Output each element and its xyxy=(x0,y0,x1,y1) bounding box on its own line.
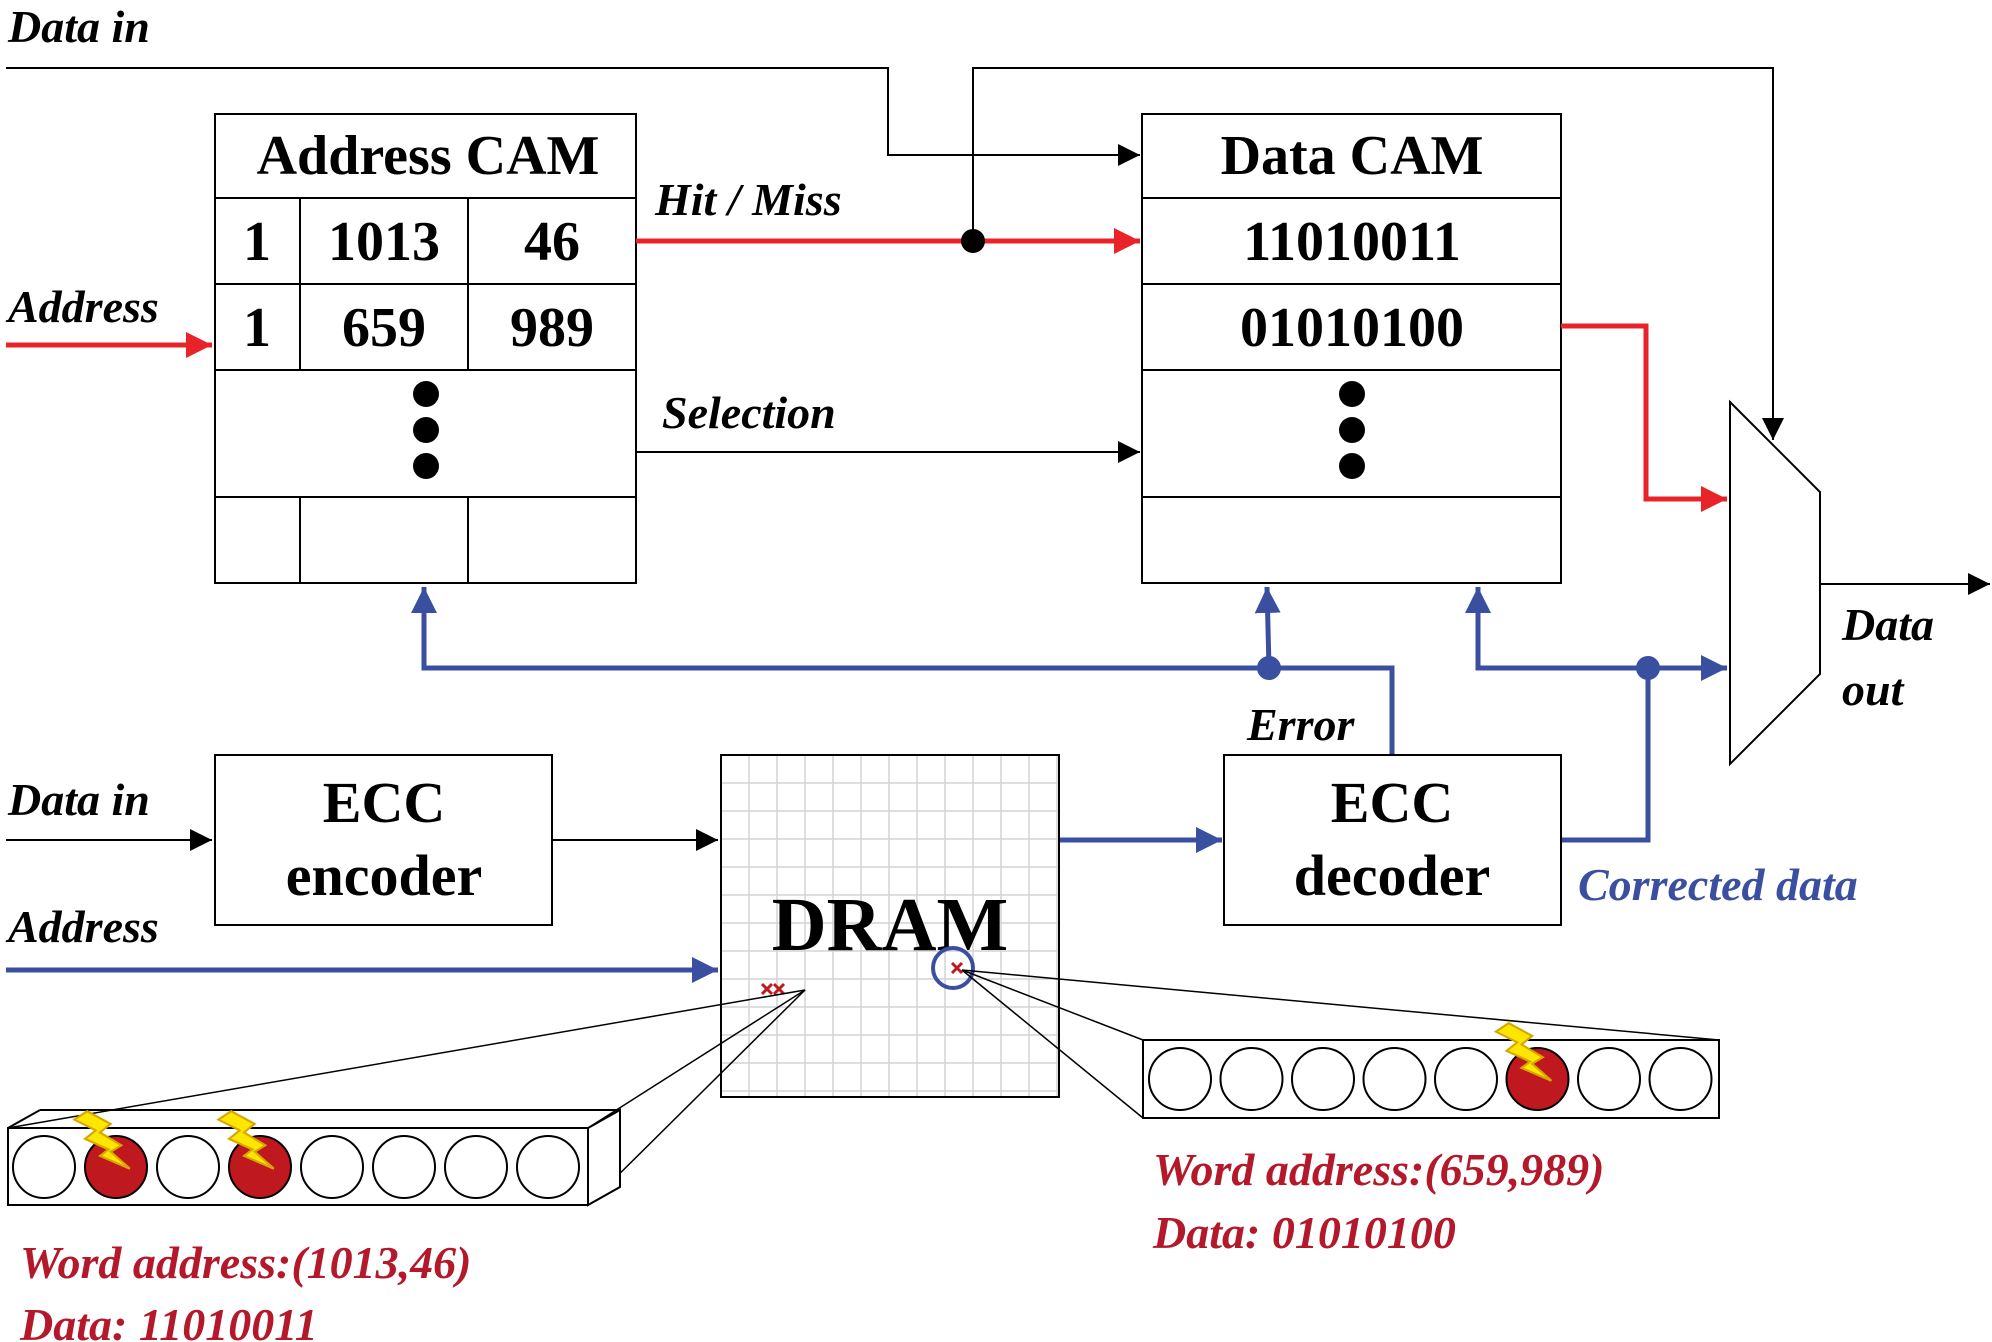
address-cam-ellipsis xyxy=(413,381,439,479)
word-right-bit-5 xyxy=(1434,1047,1498,1111)
address-cam-valid-1: 1 xyxy=(243,211,271,273)
label-data-out-1: Data xyxy=(1841,599,1934,650)
address-cam: Address CAM 1 1013 46 1 659 989 xyxy=(214,113,637,584)
label-data-in-top: Data in xyxy=(7,1,150,52)
data-cam-to-mux-wire xyxy=(1561,323,1727,512)
dram-fault-mark-left xyxy=(760,982,786,996)
word-left-bit-5 xyxy=(300,1135,364,1199)
word-left-bit-2 xyxy=(84,1135,148,1199)
dram-fault-circle xyxy=(931,946,975,990)
hit-miss-junction xyxy=(961,229,985,253)
data-cam-row-1: 11010011 xyxy=(1243,211,1461,273)
error-to-data-cam-wire xyxy=(1254,586,1281,669)
label-error: Error xyxy=(1246,699,1355,750)
word-left-bit-1 xyxy=(12,1135,76,1199)
label-data-in-bottom: Data in xyxy=(7,774,150,825)
label-address-top: Address xyxy=(5,281,159,332)
word-right-bit-4 xyxy=(1362,1047,1427,1111)
ecc-encoder-line1: ECC xyxy=(323,770,445,835)
ecc-decoder-line1: ECC xyxy=(1331,770,1453,835)
ecc-encoder-line2: encoder xyxy=(286,843,483,908)
dram-label: DRAM xyxy=(772,883,1008,967)
hit-miss-to-mux-wire xyxy=(972,67,1784,440)
zoom-lines-right xyxy=(961,969,1720,1119)
word-right-bit-3 xyxy=(1291,1047,1355,1111)
label-address-bottom: Address xyxy=(5,901,159,952)
word-left-address: Word address:(1013,46) xyxy=(20,1237,471,1288)
dram: DRAM xyxy=(720,754,1060,1098)
word-left-bits xyxy=(12,1110,580,1199)
address-cam-row-1: 1013 xyxy=(328,211,440,273)
corrected-junction xyxy=(1636,656,1660,680)
ecc-encoder: ECC encoder xyxy=(214,754,553,926)
word-left-bit-4 xyxy=(228,1135,292,1199)
error-junction xyxy=(1257,656,1281,680)
address-cam-col-1: 46 xyxy=(524,211,580,273)
label-corrected-data: Corrected data xyxy=(1578,859,1858,910)
data-cam-row-2: 01010100 xyxy=(1240,297,1464,359)
label-data-out-2: out xyxy=(1842,664,1905,715)
word-left-bit-7 xyxy=(444,1135,508,1199)
dram-grid xyxy=(722,756,1058,1096)
error-feedback-wire xyxy=(411,587,1395,756)
corrected-to-data-cam-wire xyxy=(1465,587,1648,671)
address-cam-valid-2: 1 xyxy=(243,297,271,359)
word-right-bit-7 xyxy=(1577,1047,1641,1111)
label-selection: Selection xyxy=(662,387,836,438)
word-left xyxy=(7,1108,621,1207)
address-cam-row-2: 659 xyxy=(342,297,426,359)
word-right-bit-6 xyxy=(1505,1047,1570,1111)
label-hit-miss: Hit / Miss xyxy=(654,174,842,225)
word-right-bit-1 xyxy=(1148,1047,1212,1111)
word-right-bit-8 xyxy=(1648,1047,1713,1111)
zoom-lines-left xyxy=(7,989,806,1206)
word-right-address: Word address:(659,989) xyxy=(1153,1144,1604,1195)
dram-fault-mark-right xyxy=(950,961,964,975)
ecc-decoder: ECC decoder xyxy=(1223,754,1562,926)
address-cam-col-2: 989 xyxy=(510,297,594,359)
corrected-data-wire xyxy=(1561,655,1727,843)
word-right xyxy=(1142,1022,1720,1119)
data-cam: Data CAM 11010011 01010100 xyxy=(1141,113,1562,584)
word-right-data: Data: 01010100 xyxy=(1152,1207,1456,1258)
word-left-bit-6 xyxy=(372,1135,436,1199)
address-cam-title: Address CAM xyxy=(257,125,600,187)
data-cam-title: Data CAM xyxy=(1221,125,1484,187)
data-in-top-wire xyxy=(6,67,1140,166)
word-left-bit-8 xyxy=(516,1135,580,1199)
ecc-decoder-line2: decoder xyxy=(1294,843,1491,908)
word-right-bit-2 xyxy=(1219,1047,1284,1111)
word-right-bits xyxy=(1148,1022,1713,1111)
word-left-bit-3 xyxy=(156,1135,220,1199)
data-cam-ellipsis xyxy=(1339,381,1365,479)
multiplexer xyxy=(1729,399,1821,767)
word-left-data: Data: 11010011 xyxy=(19,1299,318,1342)
